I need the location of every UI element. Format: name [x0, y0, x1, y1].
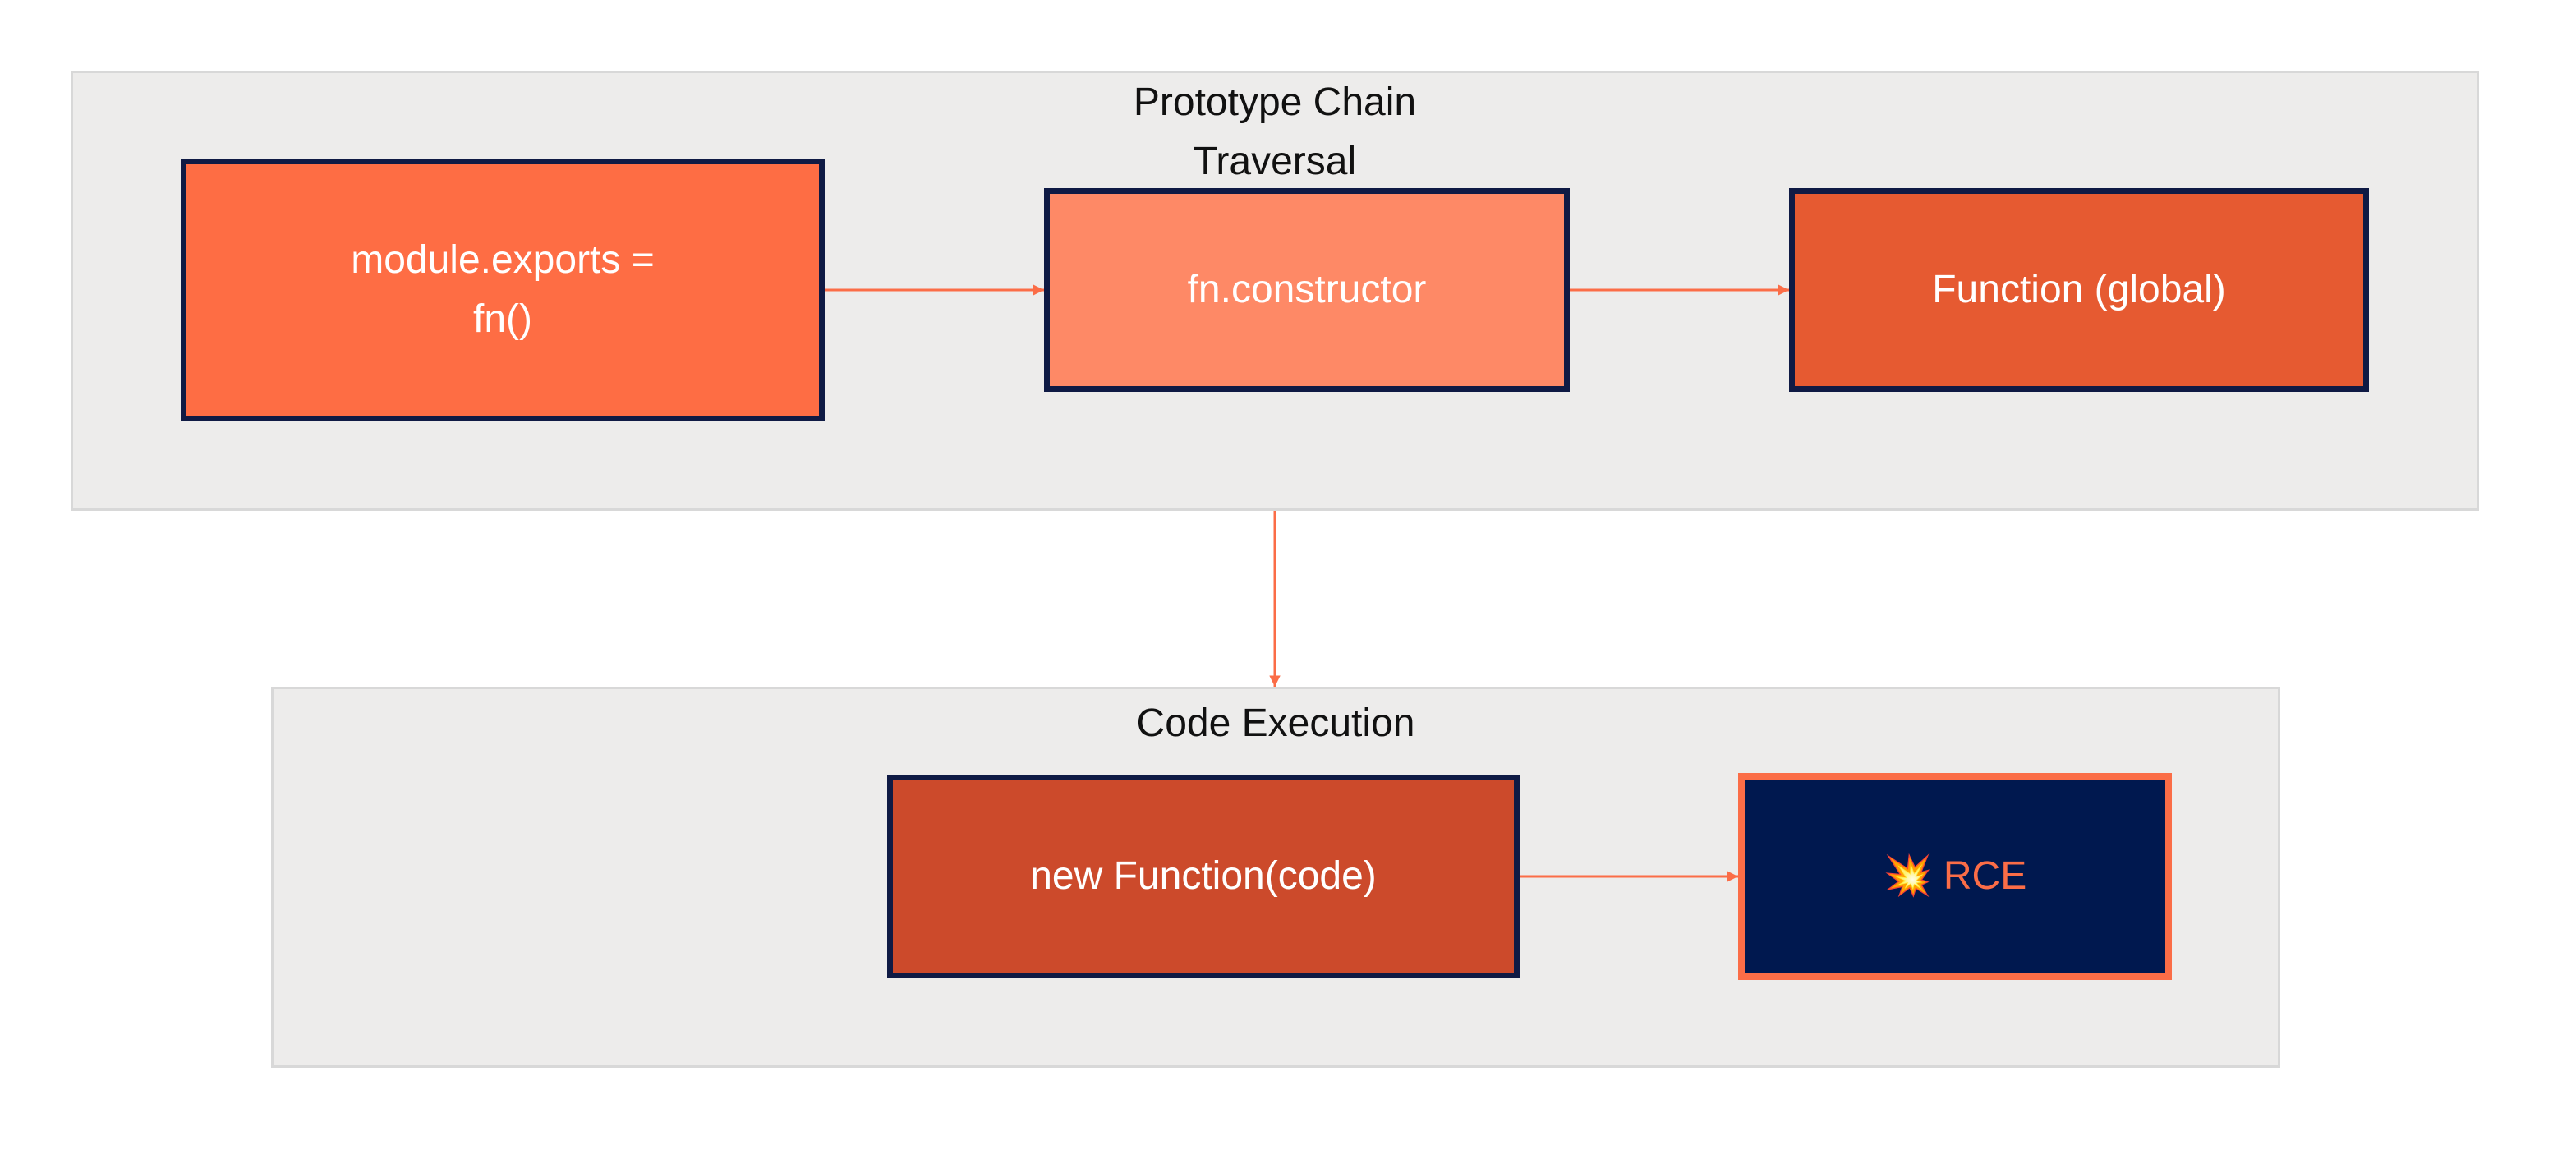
- node-function-global[interactable]: Function (global): [1789, 188, 2369, 392]
- node-label: Function (global): [1932, 268, 2226, 311]
- rce-label: 💥 RCE: [1883, 854, 2027, 898]
- node-label: new Function(code): [1030, 854, 1377, 898]
- node-fn-constructor[interactable]: fn.constructor: [1044, 188, 1570, 392]
- node-new-function[interactable]: new Function(code): [887, 775, 1520, 978]
- node-label: module.exports = fn(): [351, 238, 655, 341]
- cluster-title-code-execution: Code Execution: [1136, 702, 1415, 745]
- node-module-exports[interactable]: module.exports = fn(): [181, 159, 825, 421]
- node-label: fn.constructor: [1187, 268, 1427, 311]
- cluster-title-prototype-chain: Prototype Chain Traversal: [1133, 80, 1417, 183]
- node-rce[interactable]: 💥 RCE: [1738, 773, 2172, 980]
